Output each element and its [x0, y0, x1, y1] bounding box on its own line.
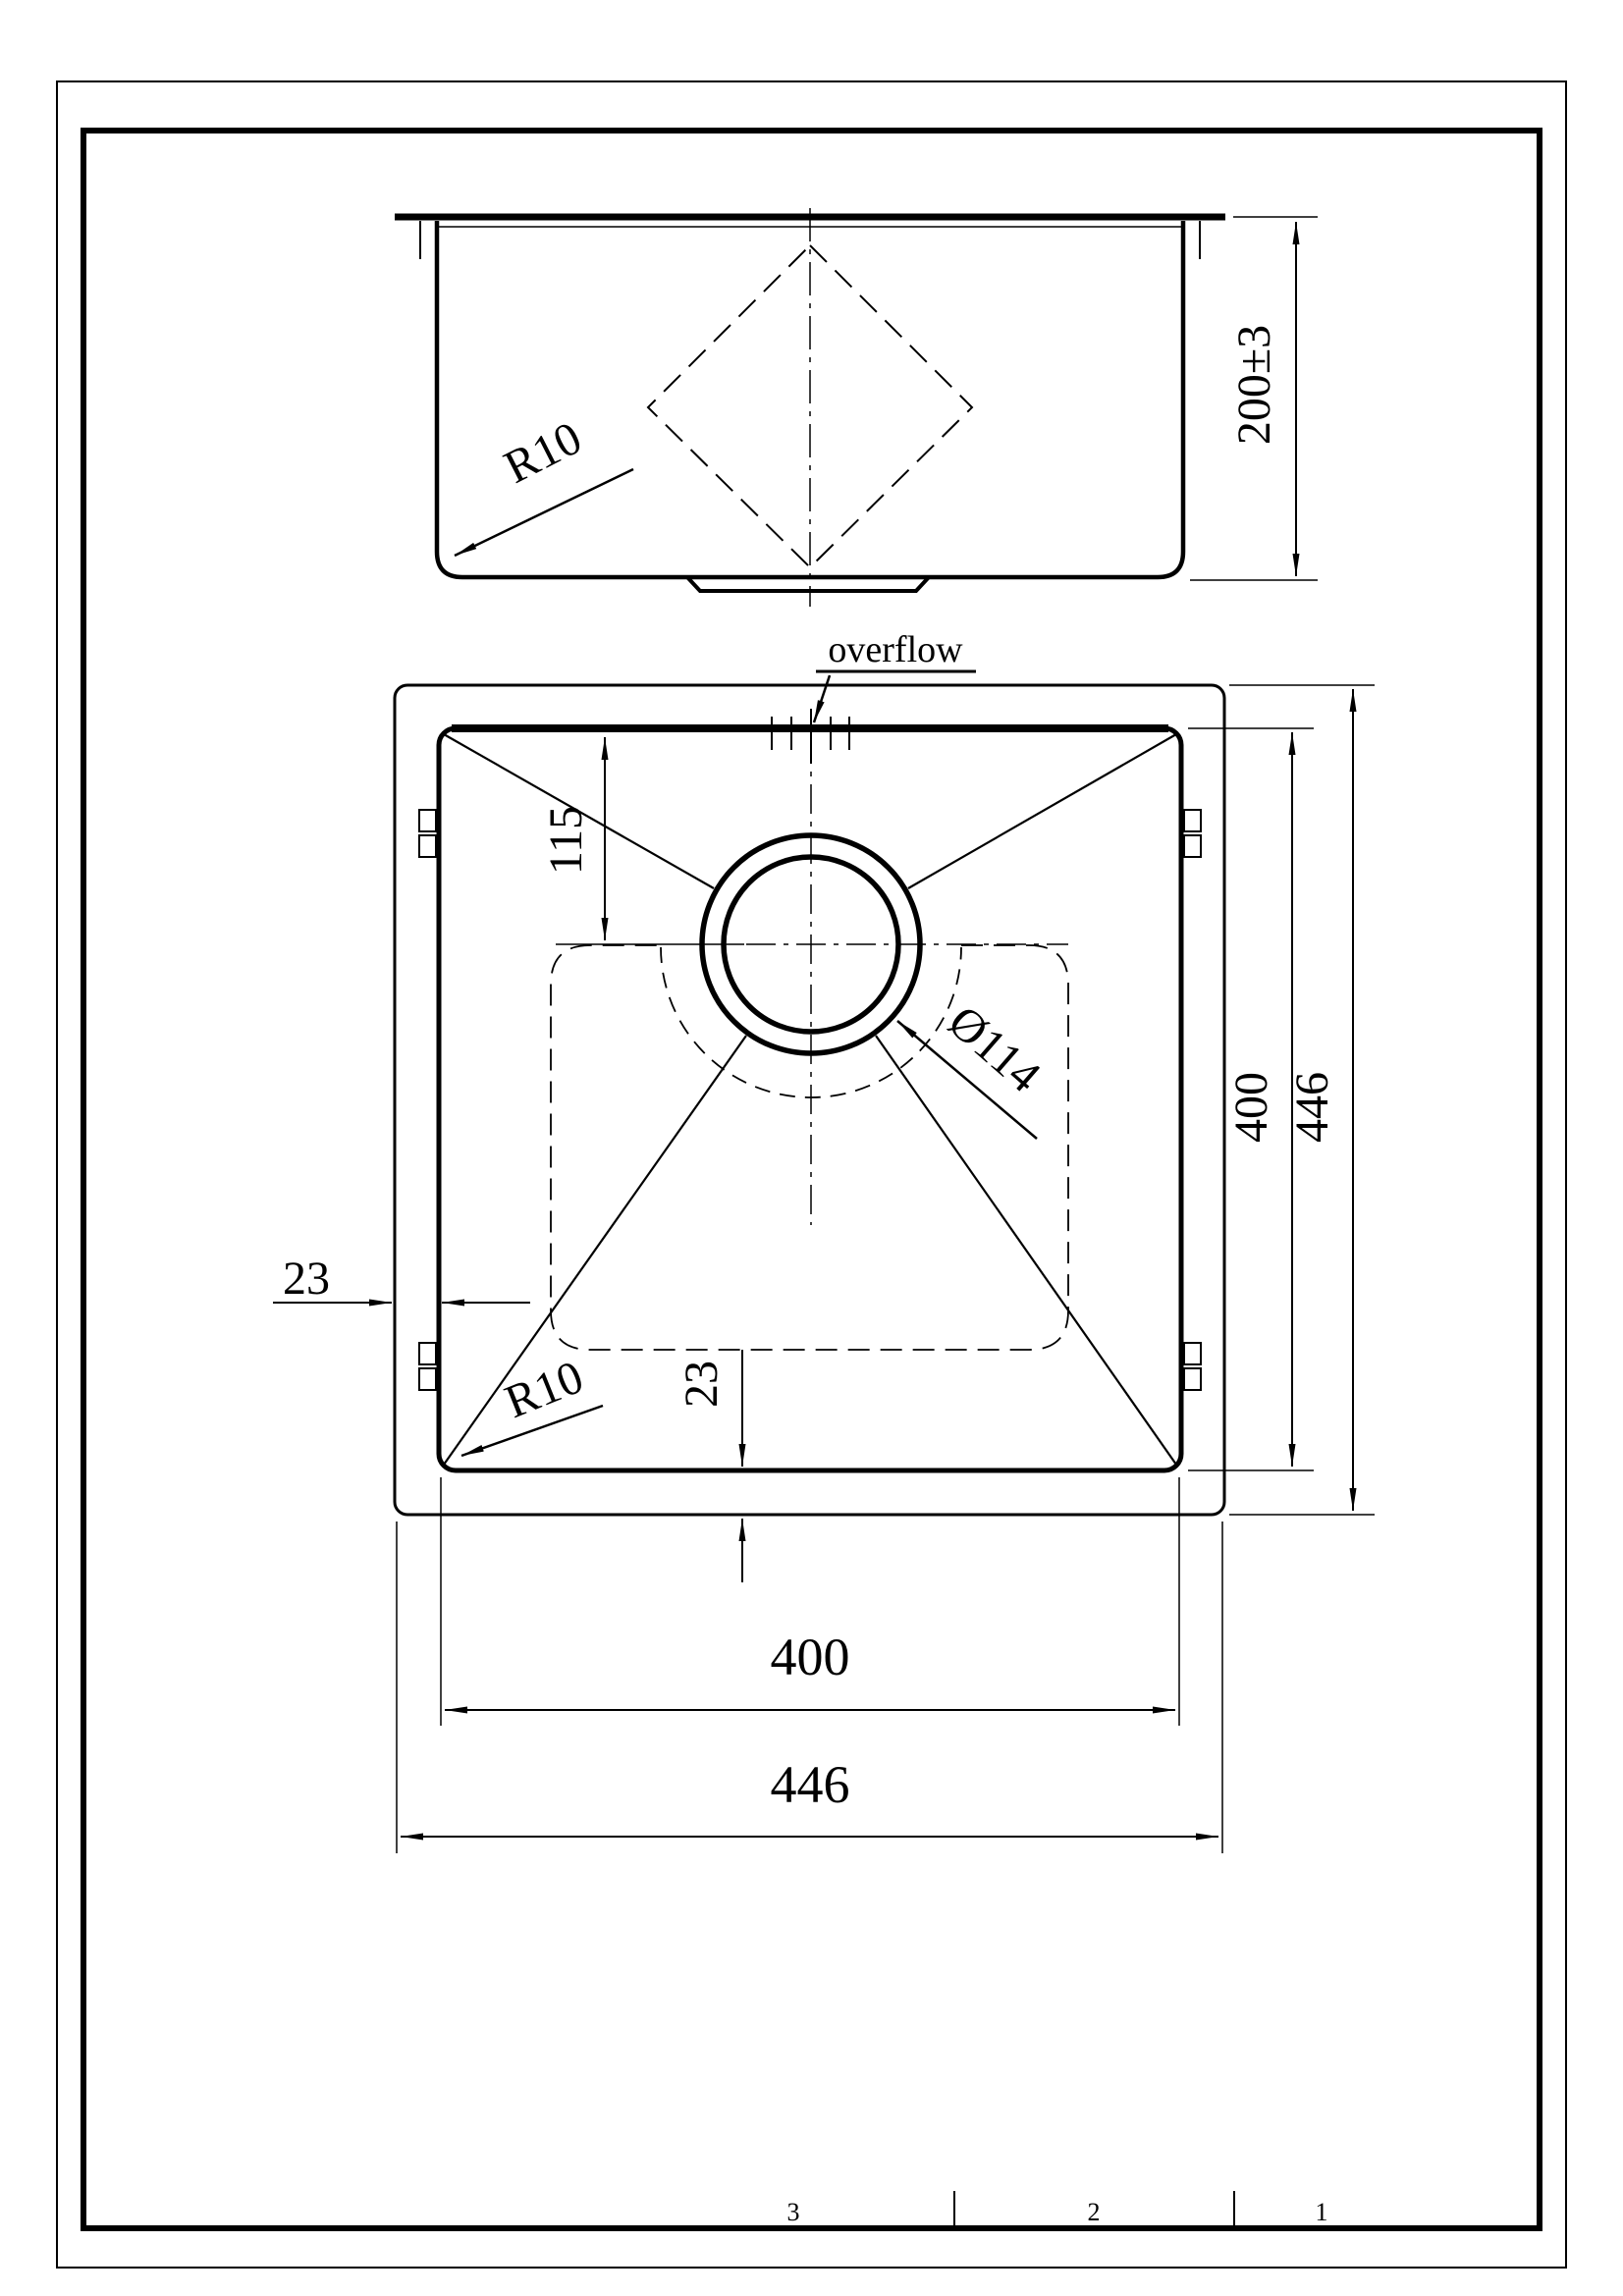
zone-number-1: 1: [1316, 2198, 1328, 2226]
rim-gap-left-label: 23: [283, 1253, 330, 1305]
mounting-clip-bottom-left: [418, 1342, 437, 1391]
section-drain-recess: [685, 575, 931, 593]
outer-border: [56, 80, 1567, 2269]
section-view: R10 200±3: [395, 208, 1318, 607]
overflow-leader-arrow: [812, 674, 832, 723]
zone-number-3: 3: [787, 2198, 800, 2226]
drain-offset-label: 115: [540, 806, 592, 875]
outer-width-label: 446: [771, 1755, 850, 1814]
bowl-crease-top-left: [443, 733, 715, 889]
inner-depth-label: 400: [1225, 1072, 1277, 1143]
outer-depth-label: 446: [1286, 1072, 1338, 1143]
section-depth-label: 200±3: [1228, 325, 1280, 445]
bowl-bottom-dashed-rect: [550, 944, 1069, 1351]
drain-diameter-label: Ø114: [939, 995, 1051, 1102]
section-r10-leader-arrow: [454, 467, 634, 558]
mounting-clip-bottom-right: [1183, 1342, 1202, 1391]
bowl-crease-bottom-left: [443, 1035, 747, 1466]
bowl-crease-bottom-right: [875, 1035, 1177, 1466]
plan-outer-rim: [393, 683, 1226, 1517]
drain-diameter-leader-arrow: [896, 1020, 1038, 1140]
zone-number-2: 2: [1088, 2198, 1101, 2226]
mounting-clip-top-left: [418, 809, 437, 858]
plan-r10-leader-arrow: [460, 1404, 604, 1458]
section-r10-label: R10: [496, 411, 589, 494]
bowl-crease-top-right: [907, 733, 1177, 889]
inner-border: [81, 128, 1542, 2231]
plan-r10-label: R10: [498, 1351, 590, 1428]
section-diamond-dashed: [646, 243, 974, 569]
plan-view: overflow 115 Ø114 23 23 R10: [273, 629, 1375, 1853]
mounting-clip-top-right: [1183, 809, 1202, 858]
page-border: 3 2 1: [56, 80, 1567, 2269]
rim-gap-bottom-label: 23: [676, 1361, 728, 1408]
inner-width-label: 400: [771, 1628, 850, 1686]
overflow-label: overflow: [828, 629, 963, 670]
